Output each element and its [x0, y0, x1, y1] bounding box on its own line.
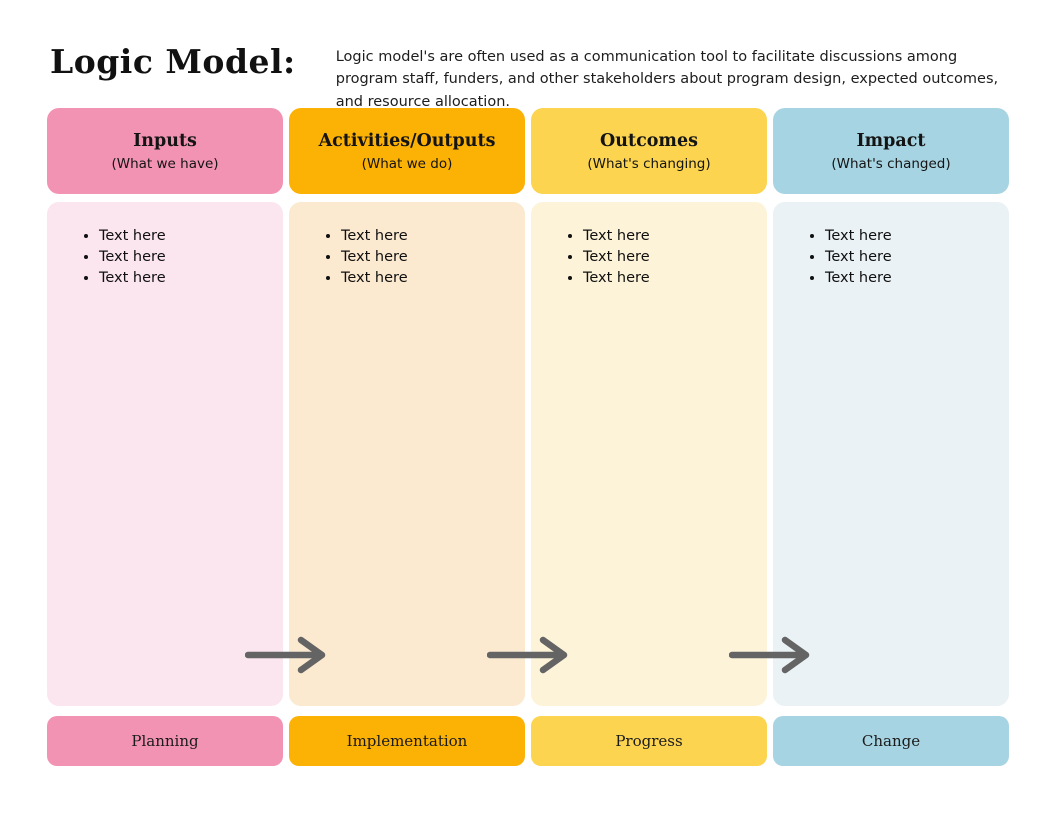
bullet-item: Text here	[825, 268, 993, 289]
column-activities: Activities/Outputs (What we do) Text her…	[289, 108, 525, 766]
column-activities-body: Text here Text here Text here	[289, 202, 525, 706]
logic-model-board: Inputs (What we have) Text here Text her…	[47, 108, 1009, 766]
bullet-item: Text here	[583, 247, 751, 268]
column-title: Activities/Outputs	[318, 130, 496, 151]
bullet-list: Text here Text here Text here	[47, 202, 283, 289]
column-subtitle: (What we do)	[361, 155, 453, 172]
column-subtitle: (What's changing)	[587, 155, 711, 172]
column-impact-body: Text here Text here Text here	[773, 202, 1009, 706]
column-activities-header: Activities/Outputs (What we do)	[289, 108, 525, 194]
page-description: Logic model's are often used as a commun…	[335, 49, 999, 110]
column-subtitle: (What we have)	[111, 155, 219, 172]
column-subtitle: (What's changed)	[831, 155, 951, 172]
bullet-item: Text here	[341, 226, 509, 247]
column-impact-header: Impact (What's changed)	[773, 108, 1009, 194]
bullet-item: Text here	[583, 226, 751, 247]
bullet-list: Text here Text here Text here	[531, 202, 767, 289]
bullet-item: Text here	[341, 268, 509, 289]
bullet-list: Text here Text here Text here	[773, 202, 1009, 289]
column-outcomes: Outcomes (What's changing) Text here Tex…	[531, 108, 767, 766]
column-title: Impact	[856, 130, 926, 151]
bullet-item: Text here	[99, 247, 267, 268]
column-outcomes-footer: Progress	[531, 716, 767, 766]
footer-label: Change	[861, 732, 921, 750]
bullet-item: Text here	[825, 226, 993, 247]
column-outcomes-body: Text here Text here Text here	[531, 202, 767, 706]
column-inputs-body: Text here Text here Text here	[47, 202, 283, 706]
page-header: Logic Model: Logic model's are often use…	[0, 0, 1056, 113]
bullet-item: Text here	[341, 247, 509, 268]
column-outcomes-header: Outcomes (What's changing)	[531, 108, 767, 194]
column-impact-footer: Change	[773, 716, 1009, 766]
column-title: Inputs	[133, 130, 197, 151]
column-impact: Impact (What's changed) Text here Text h…	[773, 108, 1009, 766]
footer-label: Implementation	[346, 732, 468, 750]
column-inputs: Inputs (What we have) Text here Text her…	[47, 108, 283, 766]
column-inputs-footer: Planning	[47, 716, 283, 766]
column-inputs-header: Inputs (What we have)	[47, 108, 283, 194]
page-title: Logic Model:	[50, 42, 296, 81]
footer-label: Progress	[615, 732, 683, 750]
bullet-item: Text here	[99, 268, 267, 289]
bullet-list: Text here Text here Text here	[289, 202, 525, 289]
footer-label: Planning	[131, 732, 199, 750]
column-title: Outcomes	[600, 130, 698, 151]
bullet-item: Text here	[99, 226, 267, 247]
column-activities-footer: Implementation	[289, 716, 525, 766]
bullet-item: Text here	[825, 247, 993, 268]
bullet-item: Text here	[583, 268, 751, 289]
